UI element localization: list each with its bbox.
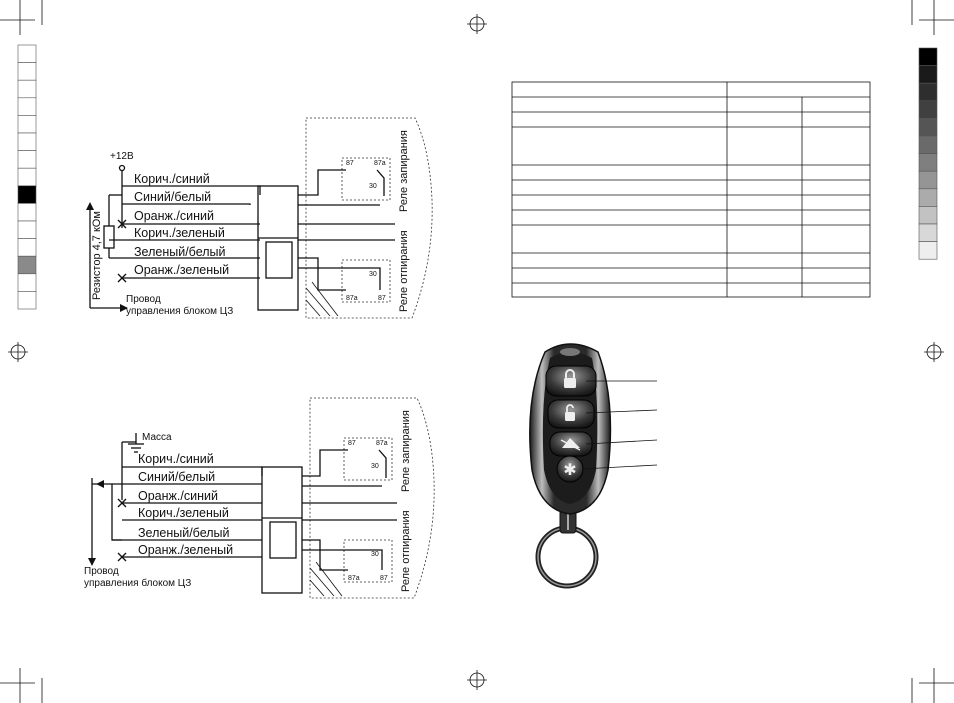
svg-text:87: 87	[346, 160, 354, 167]
control-label-1: Провод	[126, 294, 161, 305]
color-swatch	[17, 273, 37, 292]
relay-lock-bottom	[343, 437, 393, 481]
svg-text:87a: 87a	[374, 160, 386, 167]
resistor	[103, 225, 115, 249]
wire-label-2: Синий/белый	[134, 190, 211, 204]
control-label-bottom-2: управления блоком ЦЗ	[84, 577, 191, 589]
wire-label-6: Оранж./зеленый	[134, 263, 229, 277]
relay-lock	[341, 157, 391, 201]
color-swatch	[17, 132, 37, 151]
wiring-diagram-top: +12В Резистор 4,7 кОм Провод управления …	[86, 117, 433, 319]
svg-text:87: 87	[378, 295, 386, 302]
color-swatch	[918, 118, 938, 137]
wire-label-bottom-5: Зеленый/белый	[138, 526, 230, 540]
color-swatch	[918, 47, 938, 66]
color-swatch	[17, 150, 37, 169]
connector-block-bottom	[261, 466, 303, 594]
color-swatch	[17, 79, 37, 99]
svg-text:87: 87	[380, 575, 388, 582]
wire-label-4: Корич./зеленый	[134, 226, 225, 240]
color-swatch	[17, 291, 37, 310]
wiring-diagram-bottom: Масса Провод управления блоком ЦЗ Корич.…	[84, 397, 435, 599]
svg-text:87a: 87a	[346, 295, 358, 302]
svg-text:30: 30	[371, 463, 379, 470]
supply-label: +12В	[110, 151, 134, 162]
color-swatch	[918, 153, 938, 172]
color-swatch	[17, 44, 37, 63]
module-outline-bottom	[309, 397, 435, 599]
relay-unlock-label: Реле отпирания	[398, 230, 410, 312]
color-swatch	[17, 115, 37, 134]
connector-block	[257, 185, 299, 311]
color-swatch	[918, 241, 938, 260]
module-outline	[305, 117, 433, 319]
unlock-icon	[565, 404, 575, 421]
relay-unlock	[341, 259, 391, 303]
color-strip-left	[17, 44, 37, 310]
relay-unlock-bottom	[343, 539, 393, 583]
color-swatch	[17, 255, 37, 275]
wire-label-bottom-4: Корич./зеленый	[138, 506, 229, 520]
color-swatch	[17, 203, 37, 222]
registration-marks	[8, 14, 944, 690]
wire-label-bottom-2: Синий/белый	[138, 470, 215, 484]
svg-text:87: 87	[348, 440, 356, 447]
color-swatch	[17, 97, 37, 116]
color-swatch	[918, 65, 938, 84]
relay-unlock-label-bottom: Реле отпирания	[400, 510, 412, 592]
wire-label-5: Зеленый/белый	[134, 245, 226, 259]
function-table	[511, 81, 871, 298]
relay-lock-label-bottom: Реле запирания	[400, 410, 412, 492]
svg-text:30: 30	[369, 271, 377, 278]
color-swatch	[918, 100, 938, 119]
color-strip-right	[918, 47, 938, 260]
wire-label-3: Оранж./синий	[134, 209, 214, 223]
color-swatch	[918, 223, 938, 242]
wire-label-1: Корич./синий	[134, 172, 210, 186]
remote-key-fob: ✱	[529, 343, 658, 589]
resistor-label: Резистор 4,7 кОм	[91, 211, 103, 300]
svg-text:87a: 87a	[348, 575, 360, 582]
color-swatch	[17, 220, 37, 239]
wire-label-bottom-1: Корич./синий	[138, 452, 214, 466]
color-swatch	[918, 135, 938, 154]
wire-label-bottom-6: Оранж./зеленый	[138, 543, 233, 557]
svg-text:30: 30	[371, 551, 379, 558]
color-swatch	[918, 206, 938, 225]
supply-terminal	[118, 164, 126, 172]
control-label-bottom-1: Провод	[84, 566, 119, 577]
color-swatch	[17, 185, 37, 204]
color-swatch	[17, 62, 37, 81]
control-label-2: управления блоком ЦЗ	[126, 305, 233, 317]
wire-label-bottom-3: Оранж./синий	[138, 489, 218, 503]
star-icon: ✱	[563, 460, 576, 479]
color-swatch	[918, 170, 938, 190]
relay-lock-label: Реле запирания	[398, 130, 410, 212]
color-swatch	[918, 188, 938, 207]
svg-text:30: 30	[369, 183, 377, 190]
color-swatch	[17, 238, 37, 257]
color-swatch	[17, 167, 37, 187]
ground-label: Масса	[142, 432, 172, 443]
lock-icon	[564, 369, 576, 388]
color-swatch	[918, 82, 938, 102]
trunk-icon	[560, 438, 581, 451]
svg-text:87a: 87a	[376, 440, 388, 447]
